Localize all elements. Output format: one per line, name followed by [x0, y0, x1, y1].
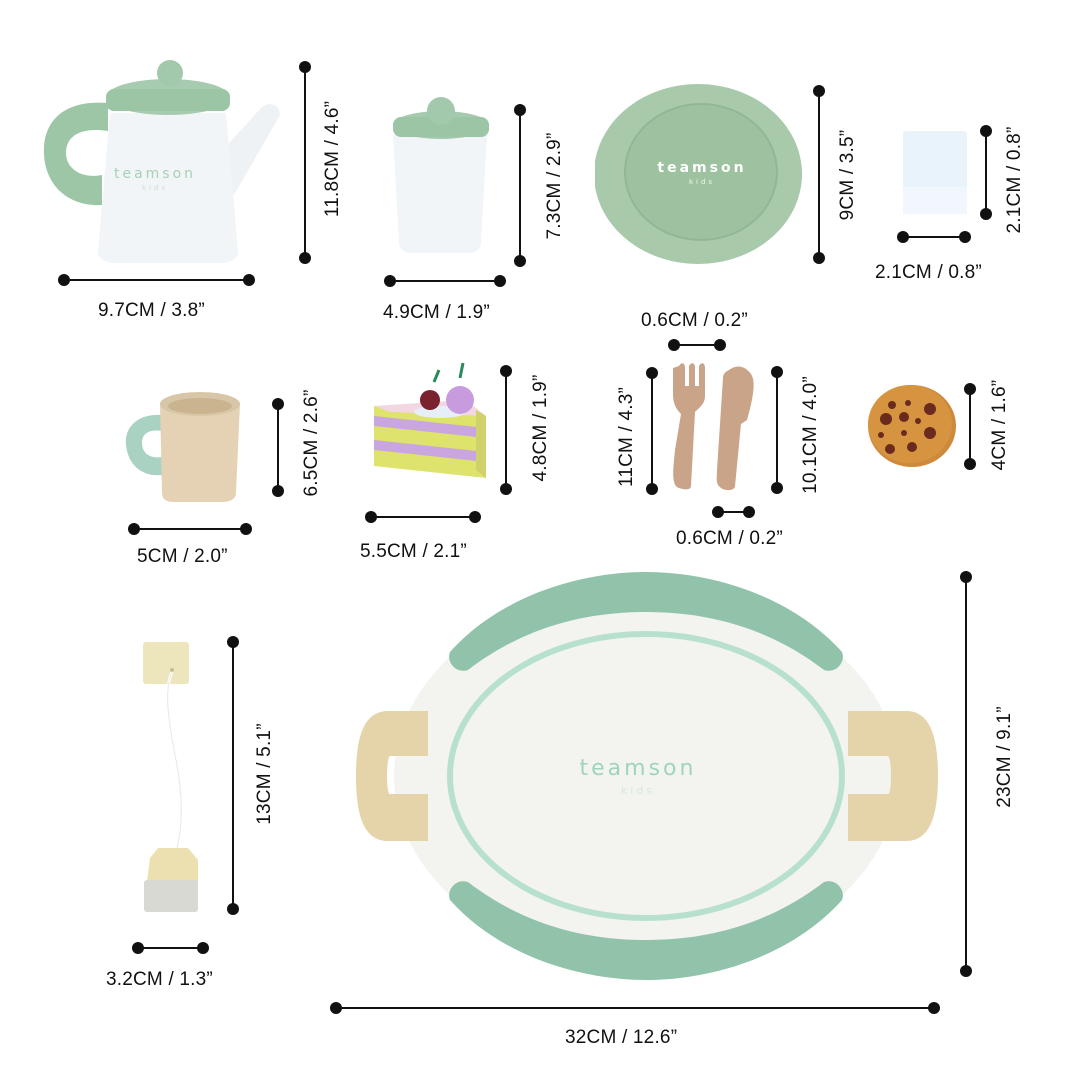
sugar-cube-illustration	[903, 131, 967, 214]
dimension-endpoint	[813, 252, 825, 264]
tray-height-line	[965, 577, 967, 971]
dimension-endpoint	[964, 458, 976, 470]
dimension-endpoint	[500, 483, 512, 495]
dimension-endpoint	[227, 903, 239, 915]
cup-height-line	[277, 404, 279, 490]
sugar-cube-height-label: 2.1CM / 0.8”	[1004, 126, 1025, 234]
tray-width-line	[336, 1007, 934, 1009]
tray-width-label: 32CM / 12.6”	[565, 1027, 678, 1048]
fork-width-line	[674, 344, 720, 346]
plate-height-label: 9CM / 3.5”	[837, 129, 858, 221]
sugar-cube-height-line	[985, 131, 987, 215]
cake-height-line	[505, 371, 507, 489]
tray-brand-sub: kids	[620, 784, 656, 797]
sugar-cube-width-line	[903, 236, 965, 238]
cookie-height-line	[969, 388, 971, 464]
sugar-pot-height-line	[519, 110, 521, 260]
plate-height-line	[818, 90, 820, 258]
sugar-cube-width-label: 2.1CM / 0.8”	[875, 262, 982, 283]
cup-illustration	[125, 392, 240, 502]
dimension-endpoint	[197, 942, 209, 954]
dimension-endpoint	[928, 1002, 940, 1014]
fork-height-line	[651, 372, 653, 488]
sugar-pot-height-label: 7.3CM / 2.9”	[544, 132, 565, 240]
tea-bag-width-line	[138, 947, 206, 949]
tray-brand-logo: teamson	[579, 756, 697, 781]
fork-knife-illustration	[673, 363, 754, 491]
dimension-endpoint	[714, 339, 726, 351]
teapot-width-label: 9.7CM / 3.8”	[98, 300, 205, 321]
teapot-width-line	[64, 279, 248, 281]
plate-brand-sub: kids	[688, 178, 716, 186]
cake-height-label: 4.8CM / 1.9”	[530, 374, 551, 482]
teapot-illustration	[43, 60, 280, 263]
cake-illustration	[374, 362, 486, 478]
cookie-height-label: 4CM / 1.6”	[989, 379, 1010, 471]
knife-height-label: 10.1CM / 4.0”	[800, 376, 821, 494]
dimension-endpoint	[494, 275, 506, 287]
tea-bag-height-label: 13CM / 5.1”	[254, 723, 275, 825]
dimension-endpoint	[514, 255, 526, 267]
sugar-pot-width-line	[390, 280, 500, 282]
plate-illustration	[595, 84, 802, 264]
knife-height-line	[776, 372, 778, 488]
cup-height-label: 6.5CM / 2.6”	[301, 389, 322, 497]
dimension-endpoint	[959, 231, 971, 243]
tea-bag-width-label: 3.2CM / 1.3”	[106, 969, 213, 990]
dimension-endpoint	[469, 511, 481, 523]
cake-width-label: 5.5CM / 2.1”	[360, 541, 467, 562]
teapot-height-label: 11.8CM / 4.6”	[322, 100, 343, 218]
tea-bag-illustration	[143, 642, 198, 912]
plate-brand-logo: teamson	[657, 160, 747, 176]
dimension-endpoint	[960, 965, 972, 977]
dimension-endpoint	[980, 208, 992, 220]
fork-height-label: 11CM / 4.3”	[616, 386, 637, 488]
cup-width-label: 5CM / 2.0”	[137, 546, 228, 567]
fork-width-label: 0.6CM / 0.2”	[641, 310, 748, 331]
tray-height-label: 23CM / 9.1”	[994, 706, 1015, 808]
dimension-endpoint	[299, 252, 311, 264]
dimension-endpoint	[243, 274, 255, 286]
sugar-pot-width-label: 4.9CM / 1.9”	[383, 302, 490, 323]
knife-width-line	[718, 511, 748, 513]
tray-illustration	[356, 572, 938, 980]
cookie-illustration	[868, 385, 956, 467]
dimension-endpoint	[272, 485, 284, 497]
tea-bag-height-line	[232, 642, 234, 908]
teapot-height-line	[304, 66, 306, 258]
cup-width-line	[134, 528, 246, 530]
dimension-endpoint	[240, 523, 252, 535]
teapot-brand-sub: kids	[141, 184, 169, 192]
cake-width-line	[371, 516, 475, 518]
teapot-brand-logo: teamson	[113, 166, 197, 182]
dimension-endpoint	[646, 483, 658, 495]
dimension-endpoint	[771, 482, 783, 494]
knife-width-label: 0.6CM / 0.2”	[676, 528, 783, 549]
dimension-endpoint	[743, 506, 755, 518]
sugar-pot-illustration	[393, 97, 489, 253]
